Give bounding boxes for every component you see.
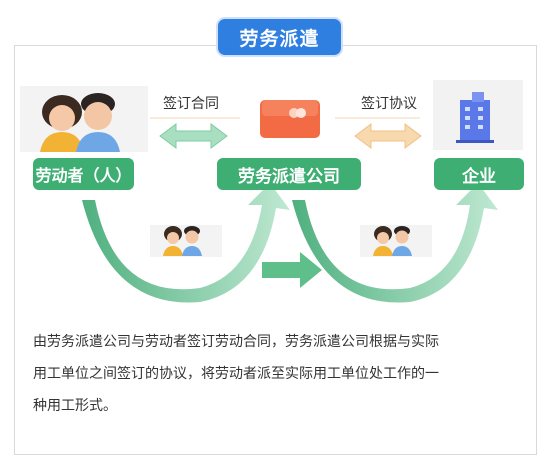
- diagram-title: 劳务派遣: [216, 17, 343, 57]
- people-small-icon-left: [150, 225, 222, 257]
- straight-arrow: [262, 252, 322, 288]
- double-arrow-right: [354, 123, 422, 149]
- description-line-1: 由劳务派遣公司与劳动者签订劳动合同，劳务派遣公司根据与实际: [33, 334, 439, 350]
- people-small-icon-right: [360, 225, 432, 257]
- worker-people-icon: [20, 86, 148, 152]
- link-label-contract: 签订合同: [163, 96, 219, 112]
- node-enterprise: 企业: [434, 158, 524, 190]
- card-icon: [260, 100, 320, 138]
- curved-arrow-left: [82, 183, 290, 303]
- node-worker: 劳动者（人）: [33, 158, 134, 190]
- curved-arrow-right: [292, 183, 498, 303]
- link-label-agreement: 签订协议: [361, 96, 417, 112]
- description-line-2: 用工单位之间签订的协议，将劳动者派至实际用工单位处工作的一: [33, 366, 439, 382]
- description: 由劳务派遣公司与劳动者签订劳动合同，劳务派遣公司根据与实际 用工单位之间签订的协…: [33, 326, 523, 422]
- double-arrow-left: [159, 123, 228, 149]
- building-icon: [433, 80, 523, 150]
- node-agency: 劳务派遣公司: [217, 158, 361, 190]
- description-line-3: 种用工形式。: [33, 398, 117, 414]
